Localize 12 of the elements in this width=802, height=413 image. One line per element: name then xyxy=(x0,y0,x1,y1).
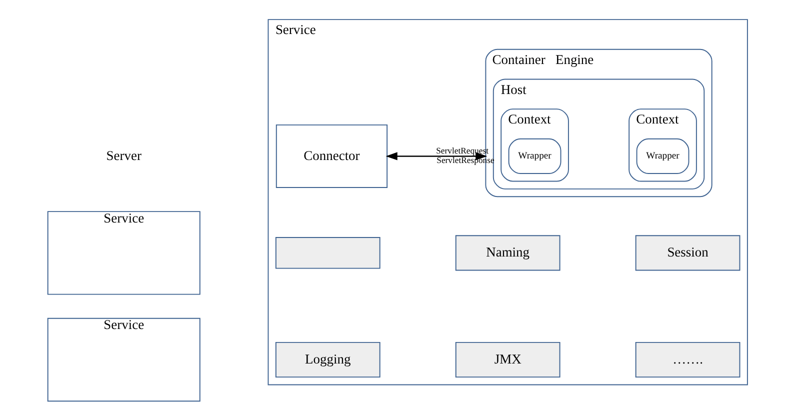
node-box xyxy=(274,237,380,269)
node-box: Wrapper xyxy=(636,138,689,174)
node-box: Logging xyxy=(274,342,380,378)
node-box: Service xyxy=(46,211,200,295)
node-box: Naming xyxy=(454,235,560,271)
node-box: Session xyxy=(634,235,740,271)
node-box: Wrapper xyxy=(508,138,561,174)
node-box: Connector xyxy=(275,124,388,188)
node-box: ……. xyxy=(634,342,740,378)
node-box: JMX xyxy=(454,342,560,378)
node-box: Service xyxy=(46,318,200,402)
label: Server xyxy=(106,148,141,163)
